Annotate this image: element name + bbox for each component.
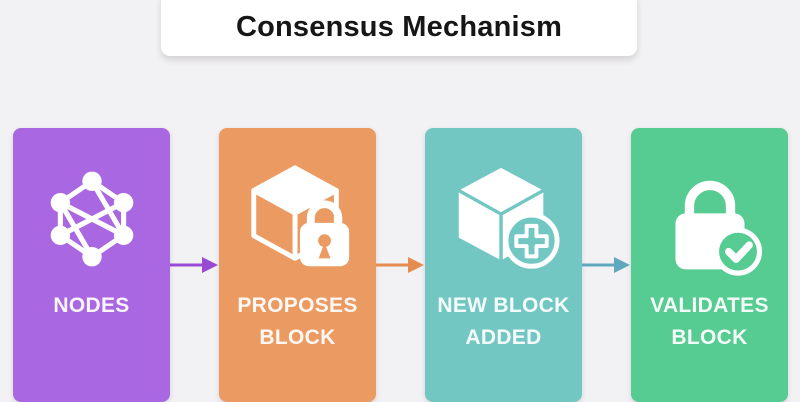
flow-arrow-2 [376,128,425,402]
page-title: Consensus Mechanism [235,10,563,43]
lock-check-icon [654,160,766,278]
cube-plus-icon [445,160,563,278]
network-nodes-icon [41,160,143,278]
flow-arrow-3 [582,128,631,402]
cube-lock-icon [239,160,357,278]
step-card-nodes: NODES [13,128,170,402]
step-label: NEW BLOCK ADDED [437,294,570,349]
flow-container: NODES PROPOSES BLOCK [13,128,788,402]
flow-arrow-1 [170,128,219,402]
step-label: NODES [53,294,130,317]
step-label: VALIDATES BLOCK [650,294,769,349]
step-card-proposes-block: PROPOSES BLOCK [219,128,376,402]
step-card-validates-block: VALIDATES BLOCK [631,128,788,402]
step-label: PROPOSES BLOCK [237,294,358,349]
step-card-new-block-added: NEW BLOCK ADDED [425,128,582,402]
title-card: Consensus Mechanism [161,0,637,56]
